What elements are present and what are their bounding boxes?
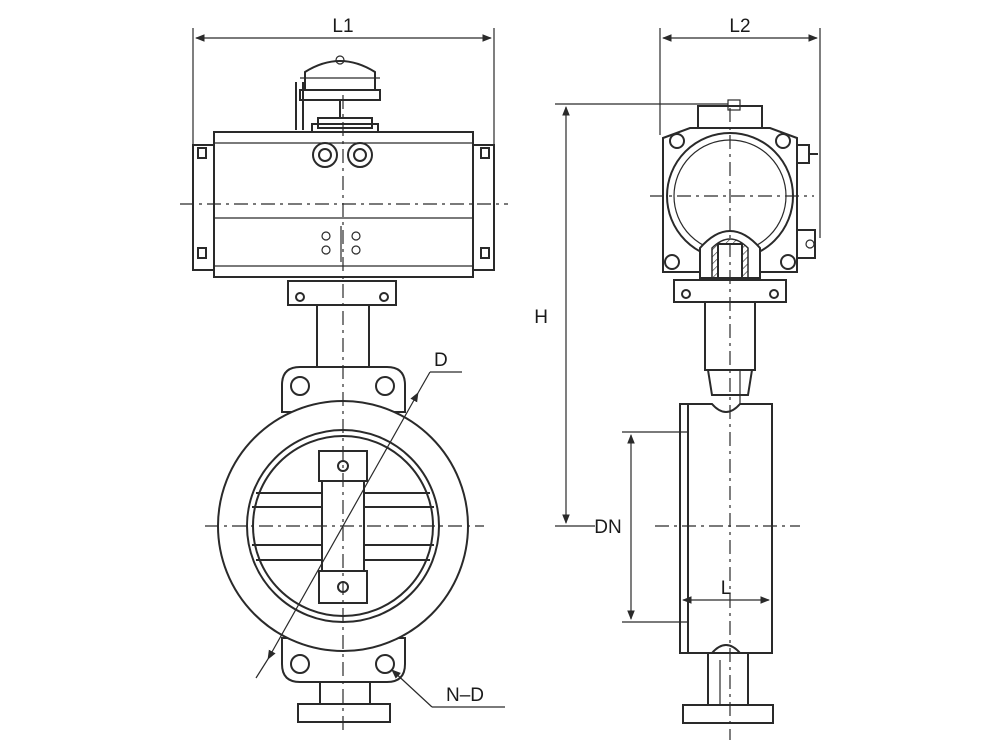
label-h: H	[534, 307, 548, 328]
dimension-l2: L2	[659, 16, 821, 238]
label-l1: L1	[332, 16, 353, 37]
front-neck	[287, 280, 397, 378]
dimension-h: H	[534, 103, 728, 527]
label-dn: DN	[594, 517, 621, 538]
side-valve-body	[679, 403, 774, 724]
dimension-dn: DN	[594, 431, 688, 623]
side-view: L2 H DN L	[534, 16, 821, 740]
label-d: D	[434, 350, 448, 371]
front-view: L1 D N–D	[180, 16, 508, 735]
label-l2: L2	[729, 16, 750, 37]
label-nd: N–D	[446, 685, 484, 706]
dimension-l: L	[682, 578, 770, 604]
dimension-l1: L1	[192, 16, 495, 150]
side-actuator	[662, 99, 818, 279]
front-position-indicator	[295, 55, 381, 133]
dimension-n-d: N–D	[391, 669, 505, 708]
dimension-d: D	[255, 350, 462, 679]
label-l: L	[721, 578, 732, 599]
